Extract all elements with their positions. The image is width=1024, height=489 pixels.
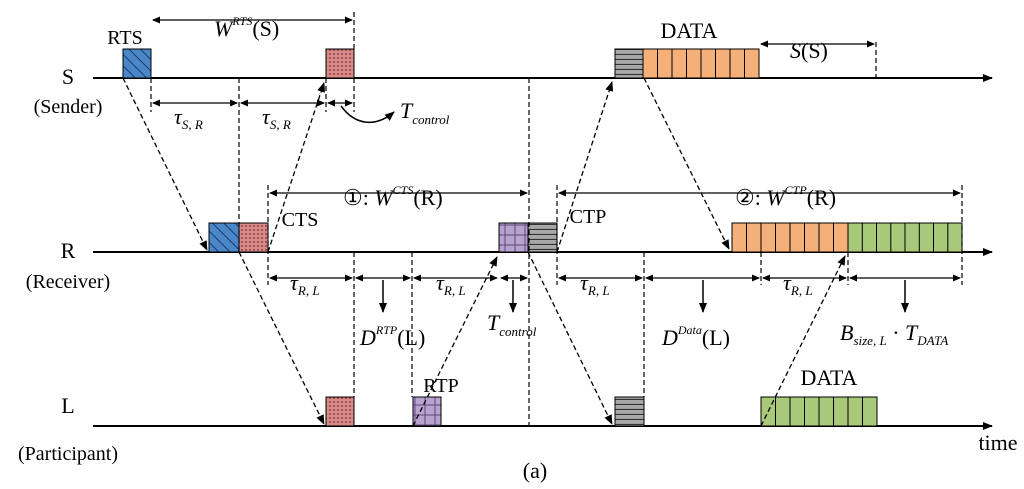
rts-frame-r [208,222,240,253]
tau-sr-label-2: τS, R [262,104,291,132]
ctp-label: CTP [570,206,607,228]
tau-rl-label-2: τR, L [436,270,466,298]
rtp-frame-r [498,222,529,253]
data-frame-s [642,48,760,79]
tau-rl-label-1: τR, L [290,270,320,298]
rtp-frame-l [412,396,442,427]
s-s-label: S(S) [790,38,828,63]
w-cts-label: ①: WCTS(R) [343,183,443,210]
caption: (a) [523,458,547,483]
cts-frame-r [238,222,269,253]
rts-frame-s [122,48,152,79]
node-r-label: R [61,238,76,263]
data-label-s: DATA [661,18,718,43]
reference-lines [150,12,963,426]
d-data-label: DData(L) [661,323,730,350]
cts-frame-l [325,396,355,427]
time-axis-label: time [978,430,1017,455]
node-s-label: S [62,64,74,89]
node-s-role: (Sender) [34,96,103,118]
propagation-arrows [122,77,846,427]
data-frame-l [760,396,878,427]
data-label-l: DATA [801,365,858,390]
node-l-label: L [61,393,74,418]
cts-frame-s [325,48,355,79]
cts-label: CTS [282,209,319,231]
w-ctp-label: ②: WCTP(R) [735,183,836,210]
node-r-role: (Receiver) [26,271,110,293]
interval-arrows [152,16,961,282]
ctp-frame-s [614,48,644,79]
t-control-s-label: Tcontrol [400,98,450,127]
w-rts-label: WRTS(S) [214,14,279,41]
d-rtp-label: DRTP(L) [359,323,425,350]
tau-rl-label-3: τR, L [580,270,610,298]
t-control-r-label: Tcontrol [487,310,537,339]
rts-label: RTS [107,27,142,49]
pointer-arrows [340,105,909,313]
bsize-label: Bsize, L · TDATA [840,320,948,348]
ctp-frame-l [614,396,645,427]
node-l-role: (Participant) [18,443,118,465]
data-frame-r [731,222,849,253]
ctp-frame-r [527,222,558,253]
tau-rl-label-4: τR, L [783,270,813,298]
data-frame-r-green [847,222,963,253]
tau-sr-label-1: τS, R [174,104,203,132]
rtp-label: RTP [423,375,458,397]
